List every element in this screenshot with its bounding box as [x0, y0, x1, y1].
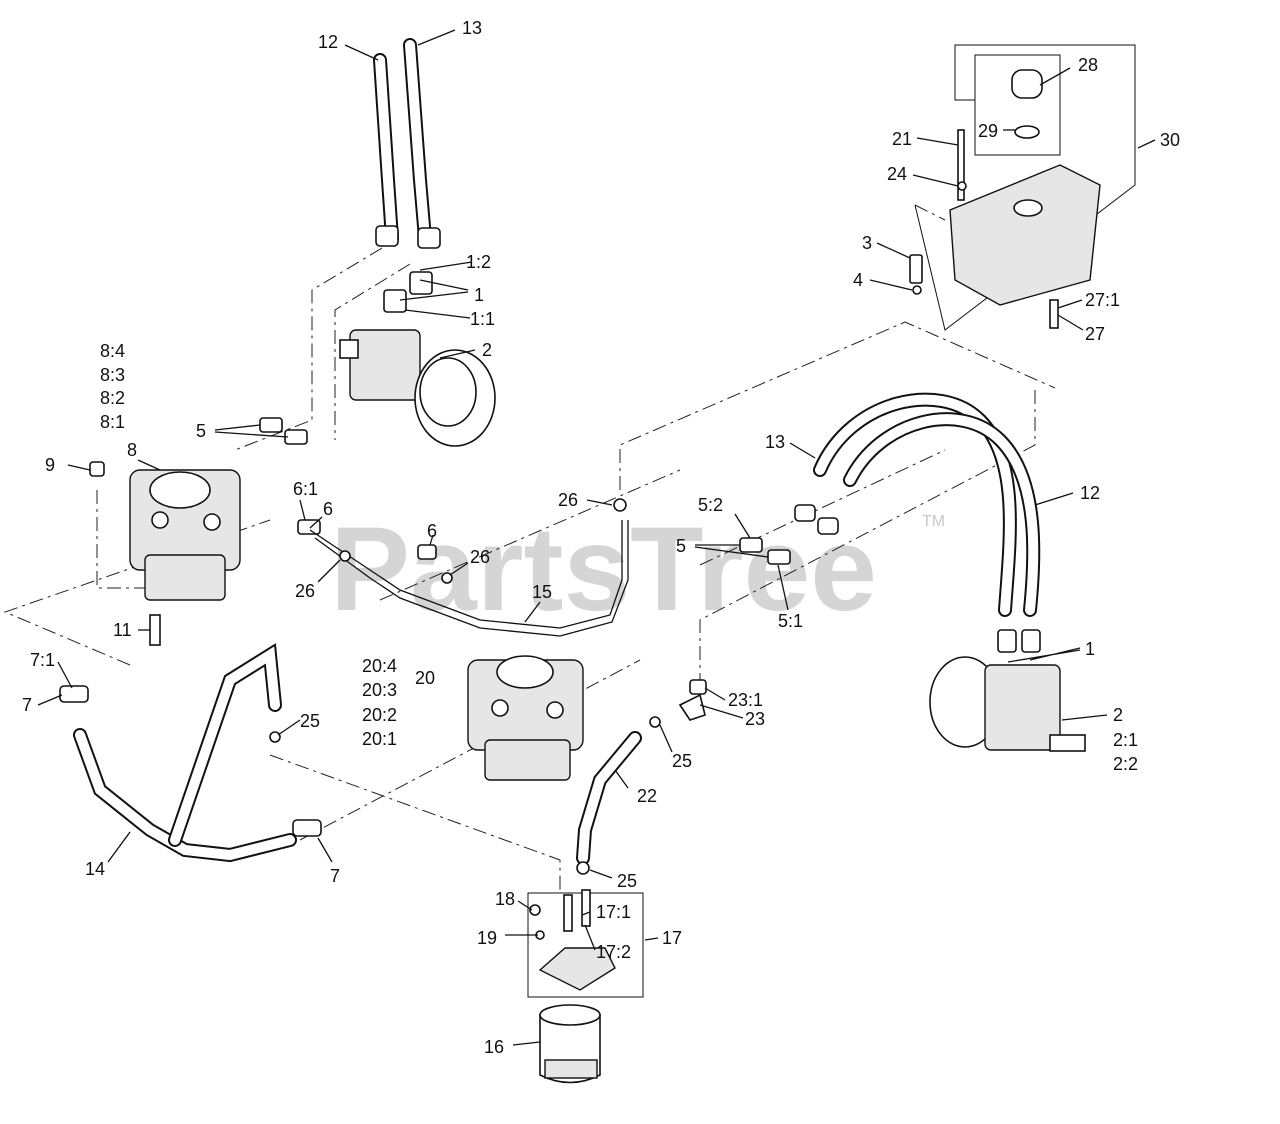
callout-25-left: 25: [300, 711, 320, 731]
callout-2: 2: [482, 340, 492, 360]
callout-17: 17: [662, 928, 682, 948]
callout-23-1: 23:1: [728, 690, 763, 710]
callout-27-1: 27:1: [1085, 290, 1120, 310]
callout-13: 13: [462, 18, 482, 38]
callout-12-right: 12: [1080, 483, 1100, 503]
callout-21: 21: [892, 129, 912, 149]
callout-13-right: 13: [765, 432, 785, 452]
callout-5-right: 5: [676, 536, 686, 556]
nut-9: [89, 461, 105, 477]
callout-6-mid: 6: [427, 521, 437, 541]
filter-head-17: [527, 889, 644, 998]
clamps-26: [339, 498, 627, 584]
reservoir-30: [909, 44, 1136, 331]
callout-2-2: 2:2: [1113, 754, 1138, 774]
callout-23: 23: [745, 709, 765, 729]
callout-12: 12: [318, 32, 338, 52]
watermark-tm: TM: [922, 513, 945, 530]
callout-17-2: 17:2: [596, 942, 631, 962]
callout-1-1: 1:1: [470, 309, 495, 329]
watermark: PartsTree: [330, 502, 877, 636]
callout-26-left: 26: [295, 581, 315, 601]
hose-14: [59, 643, 322, 863]
callout-20: 20: [415, 668, 435, 688]
bolt-11: [149, 614, 161, 646]
filter-16: [539, 1004, 601, 1084]
callout-18: 18: [495, 889, 515, 909]
callout-20-3: 20:3: [362, 680, 397, 700]
callout-27: 27: [1085, 324, 1105, 344]
callout-15: 15: [532, 582, 552, 602]
line-15: [309, 520, 629, 637]
callout-8-2: 8:2: [100, 388, 125, 408]
hose-12-13-upper: [373, 38, 441, 249]
callout-3: 3: [862, 233, 872, 253]
pump-20: [467, 655, 584, 781]
callout-1-2: 1:2: [466, 252, 491, 272]
assembly-lines: [3, 204, 1056, 890]
callout-8-1: 8:1: [100, 412, 125, 432]
callout-8-3: 8:3: [100, 365, 125, 385]
fittings-5-left: [259, 417, 308, 445]
callout-8: 8: [127, 440, 137, 460]
pump-8: [129, 469, 241, 601]
callout-20-4: 20:4: [362, 656, 397, 676]
callout-20-1: 20:1: [362, 729, 397, 749]
callout-1-right: 1: [1085, 639, 1095, 659]
callout-5-1: 5:1: [778, 611, 803, 631]
callout-16: 16: [484, 1037, 504, 1057]
callout-4: 4: [853, 270, 863, 290]
leader-lines: [37, 29, 1156, 1046]
callout-7-1: 7:1: [30, 650, 55, 670]
motor-2-right: [929, 656, 1086, 752]
callout-22: 22: [637, 786, 657, 806]
callout-6-1: 6:1: [293, 479, 318, 499]
callout-5-left: 5: [196, 421, 206, 441]
callout-11: 11: [113, 620, 132, 640]
callout-9: 9: [45, 455, 55, 475]
motor-2-top: [339, 329, 496, 447]
callout-24: 24: [887, 164, 907, 184]
callouts: 12 13 1:2 1 1:1 2 8:4 8:3 8:2 8:1 5 9 8 …: [22, 18, 1180, 1057]
callout-26-top: 26: [558, 490, 578, 510]
callout-7-left: 7: [22, 695, 32, 715]
callout-8-4: 8:4: [100, 341, 125, 361]
callout-7-bottom: 7: [330, 866, 340, 886]
fitting-6-mid: [417, 544, 437, 560]
fittings-1-top: [383, 271, 433, 313]
callout-25-bottom: 25: [617, 871, 637, 891]
callout-19: 19: [477, 928, 497, 948]
callout-28: 28: [1078, 55, 1098, 75]
callout-29: 29: [978, 121, 998, 141]
hose-12-13-right: [794, 392, 1041, 617]
callout-2-right: 2: [1113, 705, 1123, 725]
fittings-1-right: [997, 629, 1041, 653]
callout-26-mid: 26: [470, 547, 490, 567]
callout-30: 30: [1160, 130, 1180, 150]
callout-6-left: 6: [323, 499, 333, 519]
callout-20-2: 20:2: [362, 705, 397, 725]
hose-22: [576, 679, 707, 875]
callout-2-1: 2:1: [1113, 730, 1138, 750]
callout-25-mid: 25: [672, 751, 692, 771]
callout-1: 1: [474, 285, 484, 305]
callout-5-2: 5:2: [698, 495, 723, 515]
callout-17-1: 17:1: [596, 902, 631, 922]
callout-14: 14: [85, 859, 105, 879]
